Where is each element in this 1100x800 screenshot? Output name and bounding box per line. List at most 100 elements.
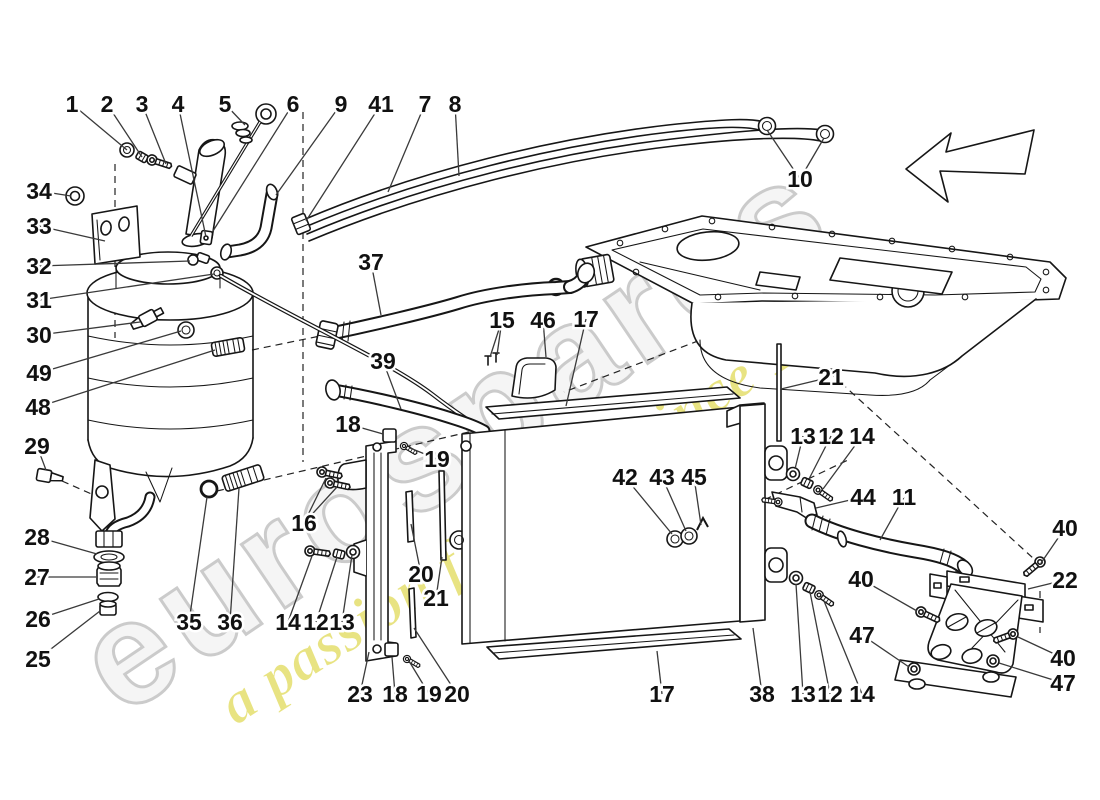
callout-17t[interactable]: 17 [565,304,601,407]
callout-12rb[interactable]: 12 [809,591,845,710]
callout-46[interactable]: 46 [528,305,558,358]
callout-18t[interactable]: 18 [333,409,384,440]
part-number-label: 49 [26,360,52,386]
leader-line [1027,579,1066,590]
callout-40t[interactable]: 40 [1040,513,1080,564]
part-number-label: 48 [25,394,51,420]
part-number-label: 18 [382,681,408,707]
callout-14rb[interactable]: 14 [823,600,877,710]
callout-2[interactable]: 2 [98,89,143,158]
bolt-40-top [1020,554,1048,580]
leader-line [305,103,382,222]
callout-49[interactable]: 49 [24,330,182,389]
callout-22[interactable]: 22 [1027,565,1080,596]
part-number-label: 47 [849,622,875,648]
part-number-label: 2 [101,91,114,117]
washer-26 [97,591,119,603]
callout-23[interactable]: 23 [345,651,375,710]
part-number-label: 21 [818,364,844,390]
callout-32[interactable]: 32 [24,251,191,282]
callout-20m[interactable]: 20 [406,523,436,590]
leader-line [409,447,438,460]
callout-15[interactable]: 15 [487,305,517,358]
part-number-label: 20 [444,681,470,707]
leader-line [341,554,353,623]
callout-30[interactable]: 30 [24,320,141,351]
callout-9[interactable]: 9 [275,89,350,196]
callout-25[interactable]: 25 [23,610,101,675]
callout-40l[interactable]: 40 [846,564,918,612]
callout-41[interactable]: 41 [305,89,396,222]
callout-16[interactable]: 16 [289,477,338,539]
callout-12l[interactable]: 12 [301,556,338,638]
elbow-hose [219,183,279,261]
part-number-label: 45 [681,464,707,490]
callout-21p[interactable]: 21 [780,362,846,393]
callout-17b[interactable]: 17 [647,650,677,710]
part-number-label: 14 [849,681,875,707]
callout-7[interactable]: 7 [387,89,434,193]
cap-disc-49 [177,321,195,339]
callout-33[interactable]: 33 [24,211,106,242]
bolt-40-left [913,604,943,626]
pan-bolt-holes [616,217,1050,301]
part-number-label: 36 [217,609,243,635]
callout-29[interactable]: 29 [22,431,52,471]
callout-47r[interactable]: 47 [998,662,1078,699]
callout-11[interactable]: 11 [879,482,919,541]
part-number-label: 18 [335,411,361,437]
part-number-label: 15 [489,307,515,333]
callout-8[interactable]: 8 [446,89,464,177]
callout-19t[interactable]: 19 [409,444,452,475]
callout-27[interactable]: 27 [22,562,96,593]
callout-38[interactable]: 38 [747,627,777,710]
callout-47l[interactable]: 47 [847,620,910,668]
callout-39[interactable]: 39 [368,346,402,410]
leader-line [36,536,98,555]
callout-14rt[interactable]: 14 [822,421,877,490]
part-number-label: 17 [573,306,599,332]
callout-3[interactable]: 3 [133,89,167,165]
leader-line [387,103,426,193]
callout-36[interactable]: 36 [215,487,245,638]
part-number-label: 29 [24,433,50,459]
leader-line [808,435,832,480]
callout-12rt[interactable]: 12 [808,421,846,480]
leader-line [489,319,503,358]
leader-line [780,376,832,390]
callout-26[interactable]: 26 [23,598,100,635]
leader-line [861,634,910,668]
callout-45[interactable]: 45 [679,462,709,526]
callout-19b[interactable]: 19 [408,660,444,710]
callout-35[interactable]: 35 [174,496,208,638]
callout-44[interactable]: 44 [815,482,878,513]
part-number-label: 42 [612,464,638,490]
part-number-label: 40 [848,566,874,592]
callout-13l[interactable]: 13 [327,554,357,638]
callout-42[interactable]: 42 [610,462,673,535]
callout-6[interactable]: 6 [212,89,302,232]
callout-4[interactable]: 4 [169,89,207,238]
callout-1[interactable]: 1 [63,89,128,151]
callout-14l[interactable]: 14 [273,555,313,638]
part-number-label: 14 [849,423,875,449]
callout-21c[interactable]: 21 [421,556,451,614]
part-number-label: 41 [368,91,394,117]
callout-18b[interactable]: 18 [380,656,410,710]
callout-13rb[interactable]: 13 [788,583,818,710]
callout-31[interactable]: 31 [24,273,215,316]
banjo-fitting-32 [195,251,211,265]
cooler-right-tank [739,403,766,623]
callout-34[interactable]: 34 [24,176,72,207]
callout-13rt[interactable]: 13 [788,421,818,470]
callout-28[interactable]: 28 [22,522,98,555]
callout-48[interactable]: 48 [23,349,216,423]
callout-40r[interactable]: 40 [1017,636,1078,674]
part-number-label: 30 [26,322,52,348]
callout-20b[interactable]: 20 [413,627,472,710]
callout-10[interactable]: 10 [766,129,825,195]
callout-43[interactable]: 43 [647,462,687,532]
part-number-label: 6 [287,91,300,117]
callout-5[interactable]: 5 [216,89,246,126]
callout-37[interactable]: 37 [356,247,386,316]
